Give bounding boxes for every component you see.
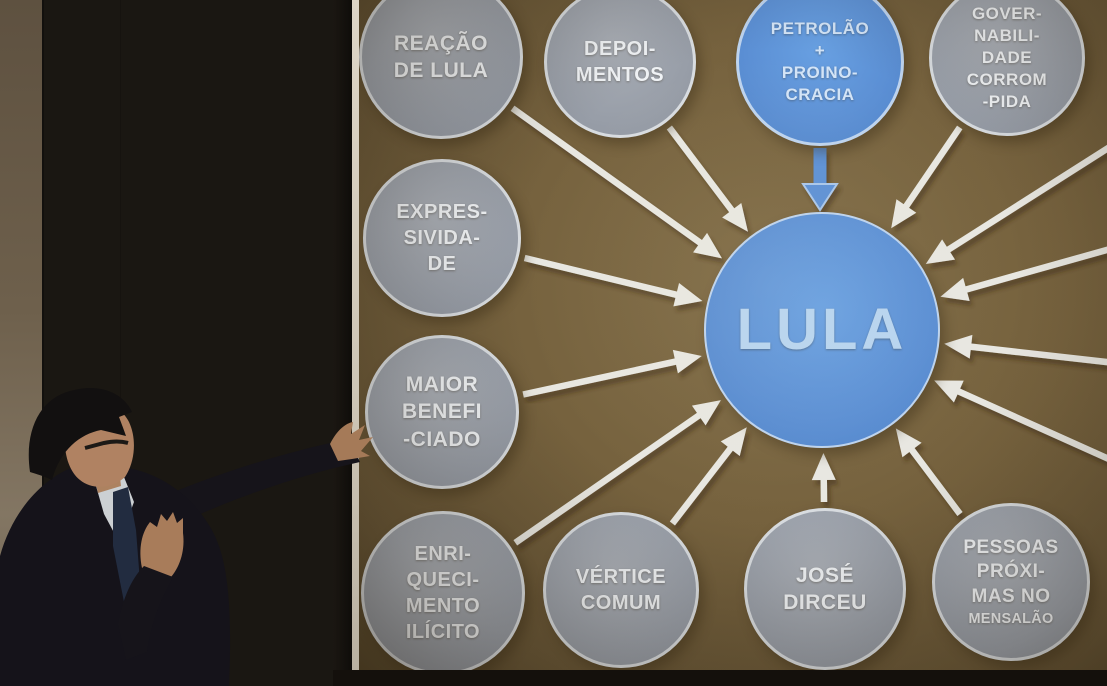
arrow-pessoas-proximas-mensalao — [895, 428, 963, 516]
arrow-layer — [510, 105, 1107, 546]
presenter-left-forearm — [118, 566, 173, 660]
screen-frame-edge — [333, 0, 353, 686]
arrow-maior-beneficiado — [522, 349, 702, 398]
wall-seam-2 — [120, 0, 121, 420]
arrow-jose-dirceu — [811, 452, 836, 503]
node-label-petrolao-proinocracia: PETROLÃO+PROINO-CRACIA — [770, 18, 870, 105]
arrow-offscreen-right-2 — [940, 246, 1107, 301]
presenter-tie — [113, 487, 140, 602]
arrow-reacao-de-lula — [510, 105, 723, 259]
node-lula: LULA — [704, 212, 940, 448]
node-depoimentos: DEPOI-MENTOS — [544, 0, 696, 138]
presenter-hair — [28, 387, 132, 480]
node-petrolao-proinocracia: PETROLÃO+PROINO-CRACIA — [736, 0, 904, 146]
arrow-offscreen-right-4 — [934, 380, 1107, 462]
presenter-figure — [0, 387, 373, 686]
presenter-arm — [150, 443, 360, 524]
node-label-depoimentos: DEPOI-MENTOS — [575, 38, 665, 86]
arrow-enriquecimento-ilicito — [513, 400, 721, 546]
arrow-governabilidade-corrompida — [891, 125, 963, 229]
node-expressividade: EXPRES-SIVIDA-DE — [363, 159, 521, 317]
screen-left-edge — [352, 0, 359, 672]
presenter-glasses — [84, 439, 129, 450]
presenter-hand — [330, 422, 373, 461]
arrow-vertice-comum — [669, 427, 747, 526]
node-label-expressividade: EXPRES-SIVIDA-DE — [396, 201, 488, 275]
arrow-petrolao-proinocracia — [801, 148, 839, 212]
presenter-left-hand — [140, 512, 184, 582]
arrow-offscreen-right-1 — [925, 144, 1107, 264]
node-label-lula: LULA — [736, 297, 908, 363]
arrow-expressividade — [523, 254, 703, 307]
arrow-offscreen-right-3 — [944, 334, 1107, 366]
wall-seam — [42, 0, 44, 686]
arrow-depoimentos — [666, 125, 748, 232]
screen-bottom-bar — [333, 670, 1107, 686]
arrows-group — [510, 105, 1107, 546]
